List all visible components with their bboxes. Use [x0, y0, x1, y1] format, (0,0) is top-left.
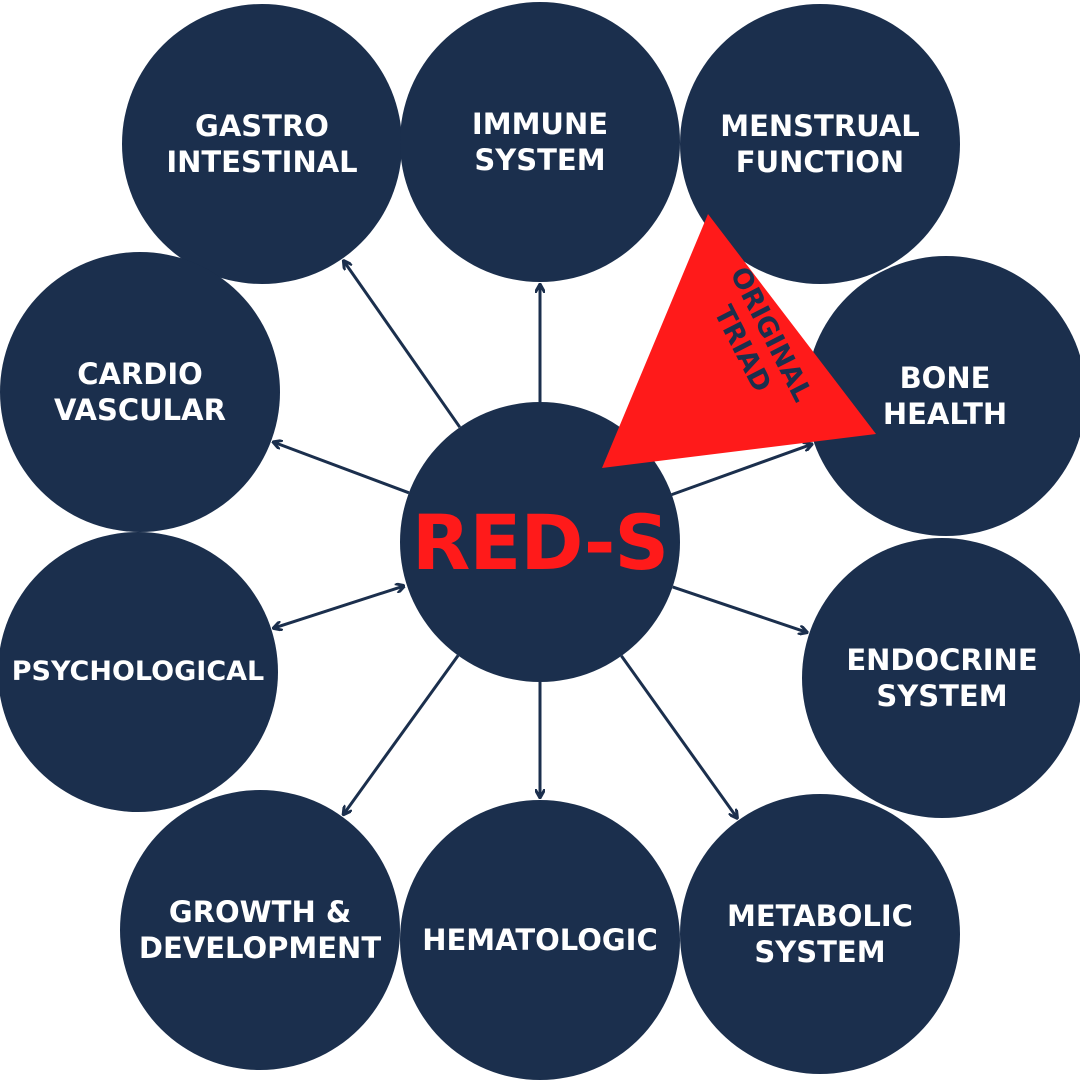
arrow-to-bone — [671, 445, 811, 497]
node-label-endocrine-system: ENDOCRINE SYSTEM — [846, 643, 1038, 713]
node-metabolic-system: METABOLIC SYSTEM — [680, 794, 960, 1074]
original-triad-triangle — [602, 214, 876, 468]
node-label-hematologic: HEMATOLOGIC — [422, 923, 658, 957]
node-label-gastro-intestinal: GASTRO INTESTINAL — [166, 109, 358, 179]
arrow-to-cardio — [275, 443, 410, 495]
arrow-to-gastro — [345, 262, 462, 429]
node-cardio-vascular: CARDIO VASCULAR — [0, 252, 280, 532]
arrow-to-endocrine — [672, 585, 806, 632]
node-psychological: PSYCHOLOGICAL — [0, 532, 278, 812]
arrow-to-metabolic — [620, 655, 736, 817]
node-growth-development: GROWTH & DEVELOPMENT — [120, 790, 400, 1070]
node-bone-health: BONE HEALTH — [806, 256, 1080, 536]
arrow-to-psychological — [275, 586, 403, 627]
node-label-metabolic-system: METABOLIC SYSTEM — [727, 899, 913, 969]
node-label-bone-health: BONE HEALTH — [882, 361, 1008, 431]
node-label-menstrual-function: MENSTRUAL FUNCTION — [720, 109, 920, 179]
node-endocrine-system: ENDOCRINE SYSTEM — [802, 538, 1080, 818]
node-label-cardio-vascular: CARDIO VASCULAR — [54, 357, 226, 427]
node-menstrual-function: MENSTRUAL FUNCTION — [680, 4, 960, 284]
node-hematologic: HEMATOLOGIC — [400, 800, 680, 1080]
node-gastro-intestinal: GASTRO INTESTINAL — [122, 4, 402, 284]
node-label-growth-development: GROWTH & DEVELOPMENT — [138, 895, 382, 965]
arrow-to-growth — [344, 654, 460, 814]
node-label-psychological: PSYCHOLOGICAL — [11, 656, 265, 687]
node-label-immune-system: IMMUNE SYSTEM — [471, 107, 609, 177]
node-immune-system: IMMUNE SYSTEM — [400, 2, 680, 282]
center-label: RED-S — [411, 497, 669, 587]
